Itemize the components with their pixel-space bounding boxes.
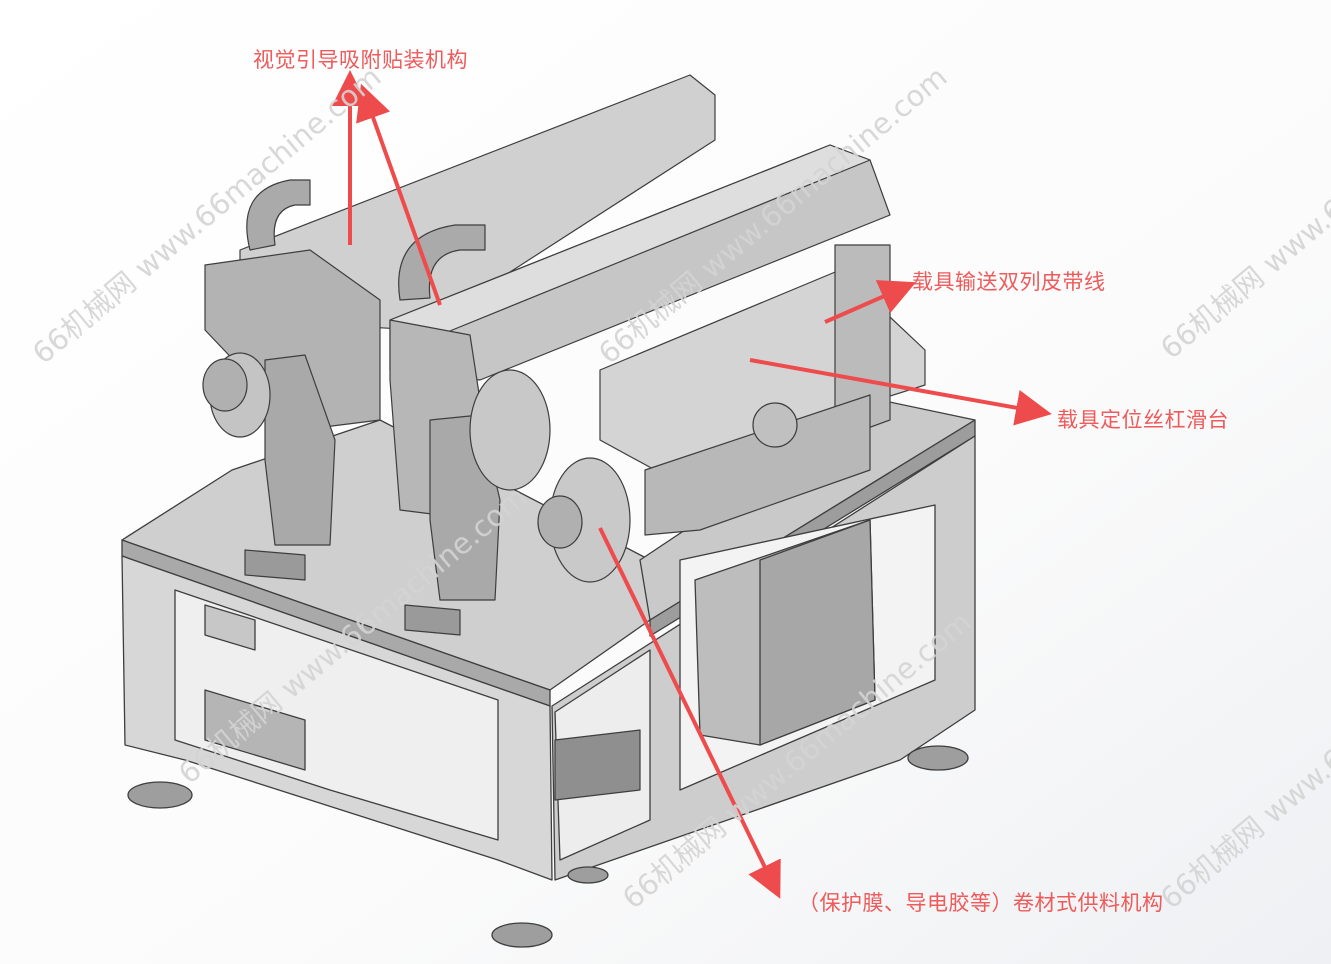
foot-4	[567, 866, 609, 884]
column-left	[264, 354, 336, 546]
callout-belt-line: 载具输送双列皮带线	[912, 270, 1106, 294]
switch-panel	[204, 604, 256, 651]
foot-2	[491, 922, 553, 948]
drag-chain-left	[246, 179, 311, 251]
callout-roll-feeder: （保护膜、导电胶等）卷材式供料机构	[798, 891, 1164, 915]
pneumatic-valves	[554, 729, 641, 801]
mount-head-left	[204, 249, 381, 431]
carrier-roller	[752, 402, 798, 448]
callout-screw-slide: 载具定位丝杠滑台	[1057, 408, 1229, 432]
foot-1	[127, 781, 193, 809]
feeder-roll-mid	[469, 369, 551, 491]
frame-opening-left	[174, 589, 499, 841]
control-panel	[204, 689, 306, 771]
base-block-right	[404, 604, 461, 636]
motor-left	[202, 358, 248, 412]
base-block-left	[244, 549, 306, 581]
callout-vision-mount: 视觉引导吸附贴装机构	[253, 48, 468, 72]
motor-right	[537, 495, 583, 549]
foot-3	[907, 745, 969, 771]
